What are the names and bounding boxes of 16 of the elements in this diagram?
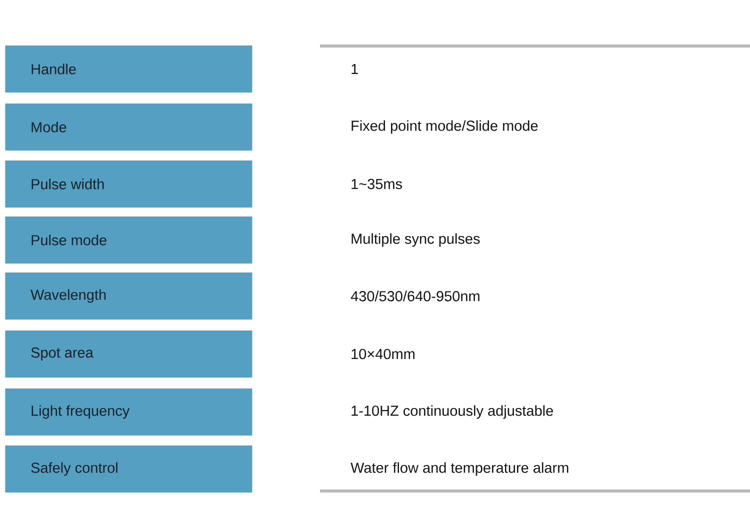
value-text: Multiple sync pulses (352, 233, 480, 247)
header-cell: Pulse width (5, 160, 252, 208)
value-text: 1 (352, 64, 358, 74)
header-cell: Wavelength (5, 272, 252, 320)
value-text: Water flow and temperature alarm (350, 462, 568, 476)
header-cell: Pulse mode (5, 216, 252, 264)
header-cell: Spot area (5, 330, 252, 378)
value-text: 1-10HZ continuously adjustable (352, 405, 553, 419)
value-text: Fixed point mode/Slide mode (352, 120, 538, 134)
header-cell: Mode (5, 104, 252, 150)
value-text: 430/530/640-950nm (350, 290, 480, 302)
header-cell: Light frequency (5, 388, 252, 436)
value-text: 1~35ms (352, 178, 402, 190)
header-cell: Safely control (5, 446, 252, 492)
value-text: 10×40mm (352, 348, 414, 360)
header-cell: Handle (5, 46, 252, 92)
